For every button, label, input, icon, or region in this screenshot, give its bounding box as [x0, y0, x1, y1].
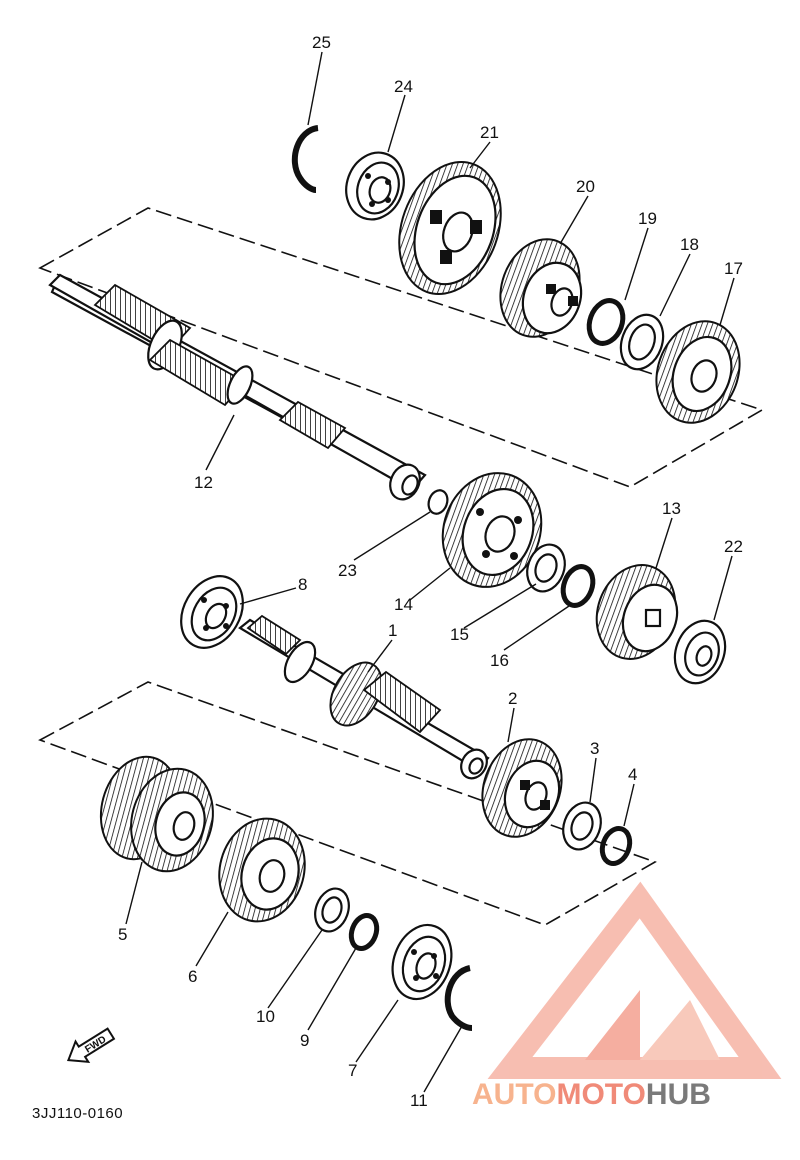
part-label-9: 9	[300, 1031, 309, 1050]
gear-17	[655, 320, 741, 424]
gear-5	[99, 755, 214, 873]
circlip-19	[586, 298, 626, 346]
part-label-24: 24	[394, 77, 413, 96]
watermark-part-3: HUB	[646, 1078, 711, 1111]
washer-18	[619, 313, 665, 371]
part-label-20: 20	[576, 177, 595, 196]
bearing-22	[673, 619, 727, 685]
gear-2	[481, 738, 563, 838]
part-label-14: 14	[394, 595, 413, 614]
drive-axle-shaft	[48, 273, 427, 501]
main-axle-shaft	[238, 614, 490, 780]
bearing-24	[345, 151, 405, 221]
lower-group-frame	[38, 681, 657, 926]
part-label-13: 13	[662, 499, 681, 518]
gear-20	[499, 238, 583, 338]
fwd-arrow-icon: FWD	[66, 1027, 116, 1064]
gear-14	[441, 472, 543, 588]
part-labels: 25 24 21 20 19 18 17 12 23 14 15 16 13 2…	[118, 33, 743, 1110]
part-label-22: 22	[724, 537, 743, 556]
bearing-7	[391, 923, 453, 1001]
circlip-4	[599, 826, 633, 866]
washer-10	[314, 887, 350, 933]
part-label-11: 11	[410, 1091, 428, 1110]
gear-13	[595, 564, 679, 660]
circlip-11	[444, 965, 473, 1031]
part-label-4: 4	[628, 765, 637, 784]
part-label-16: 16	[490, 651, 509, 670]
part-label-21: 21	[480, 123, 499, 142]
leader-lines	[125, 51, 735, 1093]
part-label-18: 18	[680, 235, 699, 254]
watermark-part-1: AUTO	[472, 1078, 556, 1111]
circlip-25	[291, 125, 319, 193]
part-label-23: 23	[338, 561, 357, 580]
bearing-8	[180, 575, 244, 649]
part-label-19: 19	[638, 209, 657, 228]
part-label-12: 12	[194, 473, 213, 492]
part-label-3: 3	[590, 739, 599, 758]
collar-23	[427, 489, 449, 515]
upper-group-frame	[38, 207, 764, 488]
part-label-2: 2	[508, 689, 517, 708]
part-label-6: 6	[188, 967, 197, 986]
part-label-17: 17	[724, 259, 743, 278]
gear-21	[398, 161, 502, 295]
watermark-logo	[487, 881, 782, 1079]
part-label-8: 8	[298, 575, 307, 594]
part-label-7: 7	[348, 1061, 357, 1080]
part-label-15: 15	[450, 625, 469, 644]
part-label-1: 1	[388, 621, 397, 640]
watermark-text: AUTOMOTOHUB	[472, 1078, 711, 1111]
diagram-code: 3JJ110-0160	[32, 1105, 123, 1122]
washer-15	[526, 543, 566, 593]
watermark-part-2: MOTO	[556, 1078, 645, 1111]
washer-3	[562, 801, 602, 851]
gear-6	[218, 817, 306, 923]
part-label-5: 5	[118, 925, 127, 944]
part-label-25: 25	[312, 33, 331, 52]
part-label-10: 10	[256, 1007, 275, 1026]
circlip-9	[348, 913, 380, 951]
